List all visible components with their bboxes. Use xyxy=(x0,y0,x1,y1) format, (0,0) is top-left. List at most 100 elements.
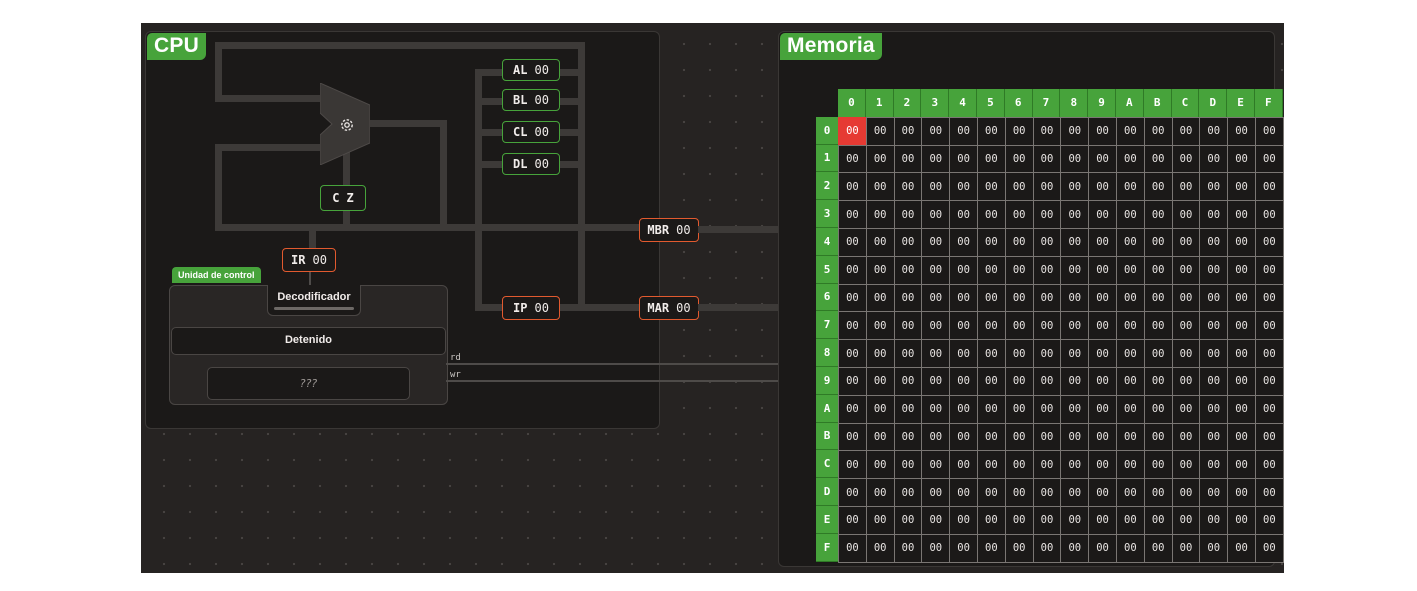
memory-cell[interactable]: 00 xyxy=(1227,478,1256,507)
memory-cell[interactable]: 00 xyxy=(976,255,1006,285)
memory-cell[interactable]: 00 xyxy=(1254,422,1284,452)
memory-cell[interactable]: 00 xyxy=(921,478,951,507)
memory-cell[interactable]: 00 xyxy=(1171,144,1201,174)
memory-cell[interactable]: 00 xyxy=(838,366,867,396)
memory-cell[interactable]: 00 xyxy=(1143,227,1173,257)
memory-cell[interactable]: 00 xyxy=(976,478,1006,507)
memory-cell[interactable]: 00 xyxy=(976,450,1006,480)
memory-cell[interactable]: 00 xyxy=(838,505,867,535)
memory-cell[interactable]: 00 xyxy=(1199,422,1229,452)
memory-cell[interactable]: 00 xyxy=(838,283,867,313)
memory-cell[interactable]: 00 xyxy=(1254,394,1284,424)
memory-cell[interactable]: 00 xyxy=(1032,227,1062,257)
memory-cell[interactable]: 00 xyxy=(865,505,895,535)
memory-cell[interactable]: 00 xyxy=(921,450,951,480)
memory-cell[interactable]: 00 xyxy=(1088,450,1117,480)
memory-cell[interactable]: 00 xyxy=(1088,533,1117,563)
memory-cell[interactable]: 00 xyxy=(838,478,867,507)
memory-cell[interactable]: 00 xyxy=(1199,366,1229,396)
memory-cell[interactable]: 00 xyxy=(1004,394,1034,424)
memory-cell[interactable]: 00 xyxy=(1171,200,1201,229)
memory-cell[interactable]: 00 xyxy=(921,283,951,313)
memory-cell[interactable]: 00 xyxy=(1004,422,1034,452)
memory-cell[interactable]: 00 xyxy=(1115,339,1145,368)
memory-cell[interactable]: 00 xyxy=(1115,422,1145,452)
memory-cell[interactable]: 00 xyxy=(976,227,1006,257)
memory-cell[interactable]: 00 xyxy=(1060,200,1090,229)
memory-cell[interactable]: 00 xyxy=(1254,311,1284,341)
memory-cell[interactable]: 00 xyxy=(893,227,923,257)
memory-cell[interactable]: 00 xyxy=(1199,311,1229,341)
memory-cell[interactable]: 00 xyxy=(1004,227,1034,257)
memory-cell[interactable]: 00 xyxy=(976,366,1006,396)
memory-cell[interactable]: 00 xyxy=(1171,172,1201,202)
memory-cell[interactable]: 00 xyxy=(1088,172,1117,202)
memory-cell[interactable]: 00 xyxy=(1088,200,1117,229)
memory-cell[interactable]: 00 xyxy=(921,533,951,563)
memory-cell[interactable]: 00 xyxy=(1227,311,1256,341)
memory-cell[interactable]: 00 xyxy=(1199,478,1229,507)
memory-cell[interactable]: 00 xyxy=(1060,394,1090,424)
flags-register[interactable]: C Z xyxy=(320,185,366,211)
memory-cell[interactable]: 00 xyxy=(1227,339,1256,368)
memory-cell[interactable]: 00 xyxy=(1227,366,1256,396)
memory-cell[interactable]: 00 xyxy=(1032,116,1062,146)
memory-cell[interactable]: 00 xyxy=(1060,227,1090,257)
memory-cell[interactable]: 00 xyxy=(1088,311,1117,341)
memory-cell[interactable]: 00 xyxy=(1004,311,1034,341)
memory-cell[interactable]: 00 xyxy=(949,366,978,396)
memory-cell[interactable]: 00 xyxy=(921,311,951,341)
memory-cell[interactable]: 00 xyxy=(1032,200,1062,229)
memory-cell[interactable]: 00 xyxy=(1171,366,1201,396)
memory-cell[interactable]: 00 xyxy=(949,144,978,174)
memory-cell[interactable]: 00 xyxy=(1115,394,1145,424)
memory-cell[interactable]: 00 xyxy=(1088,255,1117,285)
memory-cell[interactable]: 00 xyxy=(1115,366,1145,396)
memory-cell[interactable]: 00 xyxy=(1227,116,1256,146)
memory-cell[interactable]: 00 xyxy=(1032,311,1062,341)
memory-cell[interactable]: 00 xyxy=(949,255,978,285)
memory-cell[interactable]: 00 xyxy=(949,422,978,452)
memory-cell[interactable]: 00 xyxy=(1171,450,1201,480)
memory-cell[interactable]: 00 xyxy=(1115,311,1145,341)
memory-cell[interactable]: 00 xyxy=(1115,505,1145,535)
memory-cell[interactable]: 00 xyxy=(893,422,923,452)
memory-cell[interactable]: 00 xyxy=(1143,283,1173,313)
memory-cell[interactable]: 00 xyxy=(1254,200,1284,229)
memory-cell[interactable]: 00 xyxy=(1060,311,1090,341)
memory-cell[interactable]: 00 xyxy=(1088,116,1117,146)
memory-cell[interactable]: 00 xyxy=(949,339,978,368)
memory-cell[interactable]: 00 xyxy=(838,394,867,424)
memory-cell[interactable]: 00 xyxy=(1060,366,1090,396)
memory-cell[interactable]: 00 xyxy=(921,144,951,174)
memory-cell[interactable]: 00 xyxy=(1199,283,1229,313)
memory-cell[interactable]: 00 xyxy=(1115,283,1145,313)
memory-cell[interactable]: 00 xyxy=(838,255,867,285)
memory-cell[interactable]: 00 xyxy=(1254,172,1284,202)
memory-cell[interactable]: 00 xyxy=(1199,339,1229,368)
memory-cell[interactable]: 00 xyxy=(1088,394,1117,424)
memory-cell[interactable]: 00 xyxy=(838,172,867,202)
memory-cell[interactable]: 00 xyxy=(1004,533,1034,563)
memory-cell[interactable]: 00 xyxy=(976,311,1006,341)
memory-cell[interactable]: 00 xyxy=(1060,172,1090,202)
memory-cell[interactable]: 00 xyxy=(949,505,978,535)
memory-cell[interactable]: 00 xyxy=(1227,394,1256,424)
memory-cell[interactable]: 00 xyxy=(921,394,951,424)
memory-cell[interactable]: 00 xyxy=(1060,478,1090,507)
memory-cell[interactable]: 00 xyxy=(1254,533,1284,563)
memory-cell[interactable]: 00 xyxy=(949,200,978,229)
memory-cell[interactable]: 00 xyxy=(1115,200,1145,229)
memory-cell[interactable]: 00 xyxy=(1004,478,1034,507)
memory-cell[interactable]: 00 xyxy=(921,255,951,285)
memory-cell[interactable]: 00 xyxy=(1004,339,1034,368)
memory-cell[interactable]: 00 xyxy=(1088,366,1117,396)
memory-cell[interactable]: 00 xyxy=(865,478,895,507)
memory-cell[interactable]: 00 xyxy=(1088,505,1117,535)
memory-cell[interactable]: 00 xyxy=(1115,255,1145,285)
memory-cell[interactable]: 00 xyxy=(893,450,923,480)
memory-cell[interactable]: 00 xyxy=(949,172,978,202)
